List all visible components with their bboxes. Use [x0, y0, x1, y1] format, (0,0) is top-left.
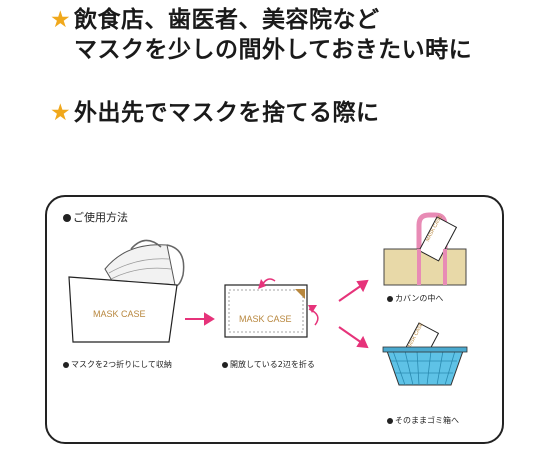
- usage-panel: MASK CASE MASK CASE: [45, 195, 504, 444]
- case-label-1: MASK CASE: [93, 309, 146, 319]
- bullet-icon: [63, 214, 71, 222]
- step1-caption: マスクを2つ折りにして収納: [63, 359, 172, 370]
- bullet-icon: [63, 361, 69, 368]
- usage-illustration: MASK CASE MASK CASE: [68, 212, 468, 386]
- trash-caption-text: そのままゴミ箱へ: [395, 416, 459, 425]
- headline-line-2: マスクを少しの間外しておきたい時に: [74, 37, 473, 63]
- bullet-icon: [387, 417, 393, 424]
- step2-caption-text: 開放している2辺を折る: [230, 360, 315, 369]
- headline-text-3: 外出先でマスクを捨てる際に: [74, 100, 380, 126]
- headline-text-1: 飲食店、歯医者、美容院など: [74, 7, 380, 33]
- trash-caption: そのままゴミ箱へ: [387, 415, 459, 426]
- headline-line-1: ★飲食店、歯医者、美容院など: [50, 6, 380, 34]
- case-label-2: MASK CASE: [239, 314, 292, 324]
- bullet-icon: [222, 361, 228, 368]
- bag-caption: カバンの中へ: [387, 293, 443, 304]
- arrow-down-right-icon: [338, 326, 369, 349]
- mask-case-step1: MASK CASE: [68, 276, 178, 343]
- usage-title: ご使用方法: [63, 209, 128, 225]
- star-icon: ★: [50, 100, 72, 126]
- mask-case-step2: MASK CASE: [224, 278, 319, 338]
- step2-caption: 開放している2辺を折る: [222, 359, 315, 370]
- arrow-up-right-icon: [338, 279, 369, 302]
- bag-icon: MASK CASE: [383, 212, 467, 286]
- step1-caption-text: マスクを2つ折りにして収納: [71, 360, 172, 369]
- arrow-right-icon-1: [185, 312, 215, 326]
- usage-title-text: ご使用方法: [73, 211, 128, 224]
- bag-caption-text: カバンの中へ: [395, 294, 444, 303]
- bullet-icon: [387, 295, 393, 302]
- headline-line-3: ★外出先でマスクを捨てる際に: [50, 99, 380, 127]
- star-icon: ★: [50, 7, 72, 33]
- trash-bin-icon: MASK CASE: [382, 321, 468, 386]
